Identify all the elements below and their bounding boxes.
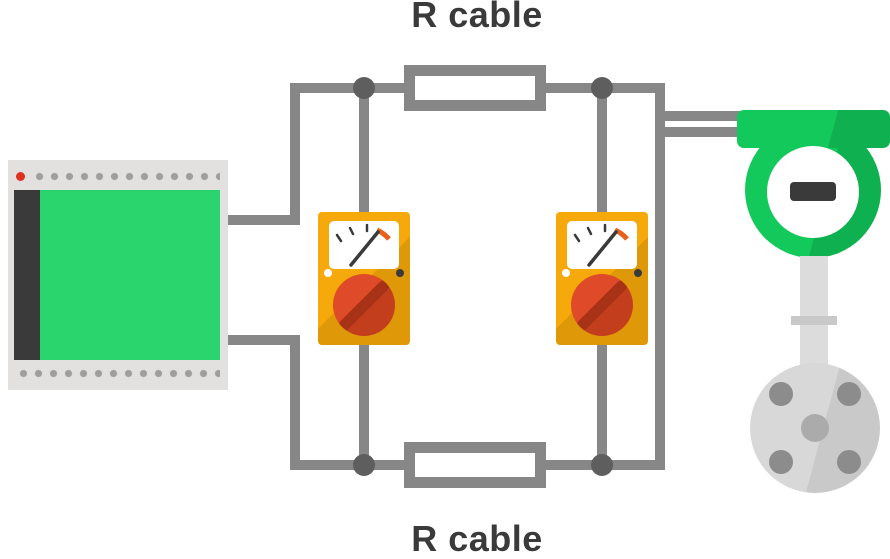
wire-segment-meter1-top [359,83,369,223]
knob-pointer [574,278,630,333]
junction-dot-top-right [591,77,613,99]
flange-bolt-icon [769,450,793,474]
wire-segment-left-vertical-bottom [290,335,300,470]
wire-segment-board-bottom [220,335,300,345]
meter-indicator-light [324,269,332,277]
multimeter-right [556,212,648,345]
transmitter-stem [800,256,828,368]
analog-gauge-icon [567,221,637,269]
knob-pointer [336,278,392,333]
transmitter-display [790,182,836,201]
meter-dial-knob [571,274,633,336]
control-board [8,160,228,390]
resistor-symbol-top [404,65,546,111]
transmitter-stem-band [791,316,837,325]
multimeter-left [318,212,410,345]
wire-segment-left-vertical-top [290,83,300,225]
meter-dial-knob [333,274,395,336]
junction-dot-bottom-right [591,454,613,476]
junction-dot-top-left [353,77,375,99]
analog-gauge-icon [329,221,399,269]
label-r-cable-top: R cable [411,0,543,35]
label-r-cable-bottom: R cable [411,518,543,559]
sensor-flange [750,363,880,493]
power-led-icon [16,172,25,181]
terminal-dots-bottom [16,369,220,378]
wire-segment-transmitter-stub-top [655,111,745,121]
meter-indicator-dark [634,269,642,277]
flange-bolt-icon [769,382,793,406]
wire-segment-meter2-bottom [597,340,607,470]
transmitter-cap [737,110,890,148]
flange-bolt-icon [837,450,861,474]
flange-center-hub [801,414,829,442]
wire-segment-meter2-top [597,83,607,223]
wire-segment-board-top [220,215,300,225]
flange-bolt-icon [837,382,861,406]
junction-dot-bottom-left [353,454,375,476]
terminal-dots-top [32,172,220,181]
resistor-symbol-bottom [404,442,546,488]
meter-indicator-light [562,269,570,277]
wire-segment-right-vertical [655,83,665,470]
board-connector-strip [14,190,40,360]
wire-segment-transmitter-stub-bottom [655,127,745,137]
board-display [40,190,220,360]
wire-segment-meter1-bottom [359,340,369,470]
meter-indicator-dark [396,269,404,277]
